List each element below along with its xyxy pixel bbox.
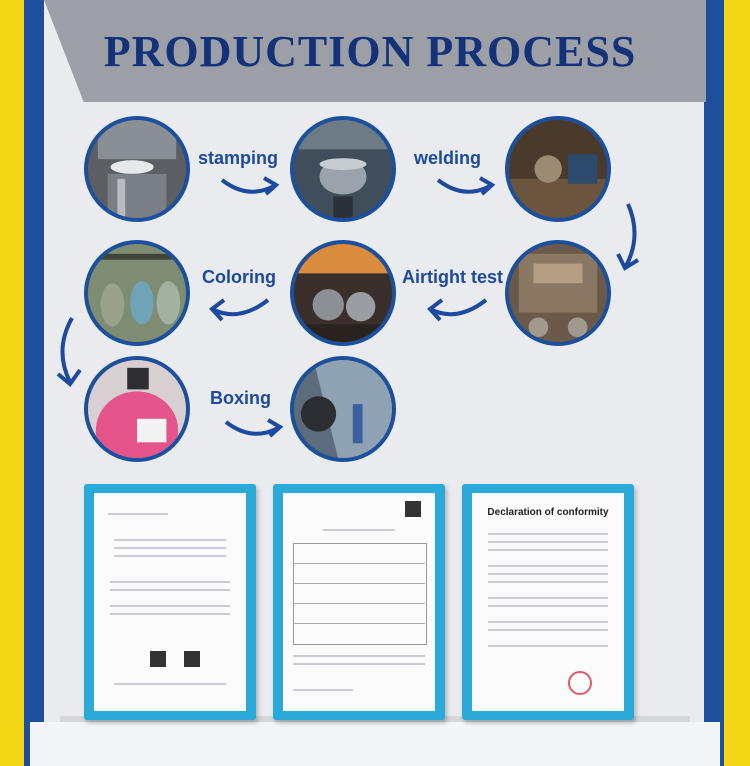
welding-machine-image <box>294 120 392 218</box>
text-line <box>323 529 395 531</box>
certificate-document-2 <box>283 493 435 711</box>
step-label-coloring: Coloring <box>202 267 276 287</box>
stamp-seal-icon <box>568 671 592 695</box>
text-line <box>108 513 168 515</box>
airtight-test-image <box>294 244 392 342</box>
table-rule <box>293 583 425 584</box>
text-line <box>488 533 608 535</box>
qr-code-icon <box>405 501 421 517</box>
certificate-frame-3: Declaration of conformity <box>462 484 634 720</box>
coloring-line-image <box>88 244 186 342</box>
pink-cylinder-image <box>88 360 186 458</box>
stamping-machine-image <box>88 120 186 218</box>
left-blue-border <box>24 0 44 766</box>
qr-code-icon <box>150 651 166 667</box>
welding-line-image <box>509 120 607 218</box>
certificate-document-1 <box>94 493 246 711</box>
table-rule <box>293 563 425 564</box>
text-line <box>110 613 230 615</box>
arrow-left-icon <box>209 298 270 322</box>
qr-code-icon <box>184 651 200 667</box>
text-line <box>110 589 230 591</box>
right-yellow-border <box>724 0 750 766</box>
text-line <box>114 539 226 541</box>
arrow-left-icon <box>427 298 488 322</box>
text-line <box>293 655 425 657</box>
airtight-test-photo <box>290 240 396 346</box>
certificate-document-3: Declaration of conformity <box>472 493 624 711</box>
text-line <box>110 581 230 583</box>
text-line <box>488 605 608 607</box>
certificate-frame-1 <box>84 484 256 720</box>
report-table <box>293 543 427 645</box>
display-shelf <box>30 722 720 766</box>
certificate-frame-2 <box>273 484 445 720</box>
arrow-down-icon <box>56 317 82 387</box>
certificate-heading: Declaration of conformity <box>487 507 609 518</box>
arrow-right-icon <box>436 176 496 196</box>
text-line <box>293 689 353 691</box>
arrow-down-icon <box>616 203 640 271</box>
text-line <box>488 541 608 543</box>
boxing-warehouse-photo <box>290 356 396 462</box>
test-machine-image <box>509 244 607 342</box>
text-line <box>488 621 608 623</box>
text-line <box>488 629 608 631</box>
step-label-welding: welding <box>414 148 481 168</box>
text-line <box>293 663 425 665</box>
left-yellow-border <box>0 0 24 766</box>
text-line <box>488 565 608 567</box>
text-line <box>488 645 608 647</box>
text-line <box>488 581 608 583</box>
text-line <box>110 605 230 607</box>
step-label-stamping: stamping <box>198 148 279 168</box>
text-line <box>488 549 608 551</box>
title-banner <box>44 0 706 102</box>
boxing-cylinder-photo <box>84 356 190 462</box>
table-rule <box>293 623 425 624</box>
text-line <box>488 597 608 599</box>
arrow-right-icon <box>220 176 280 196</box>
step-label-airtight-test: Airtight test <box>402 267 503 287</box>
welding-photo <box>290 116 396 222</box>
warehouse-image <box>294 360 392 458</box>
step-label-boxing: Boxing <box>210 388 271 408</box>
shelf-shadow <box>60 716 690 724</box>
text-line <box>114 555 226 557</box>
right-blue-border <box>704 0 724 766</box>
text-line <box>114 547 226 549</box>
text-line <box>488 573 608 575</box>
welding-line-photo <box>505 116 611 222</box>
stamping-photo <box>84 116 190 222</box>
arrow-right-icon <box>224 418 284 438</box>
text-line <box>114 683 226 685</box>
airtight-test-machine-photo <box>505 240 611 346</box>
page-title: PRODUCTION PROCESS <box>103 27 637 76</box>
coloring-photo <box>84 240 190 346</box>
table-rule <box>293 603 425 604</box>
